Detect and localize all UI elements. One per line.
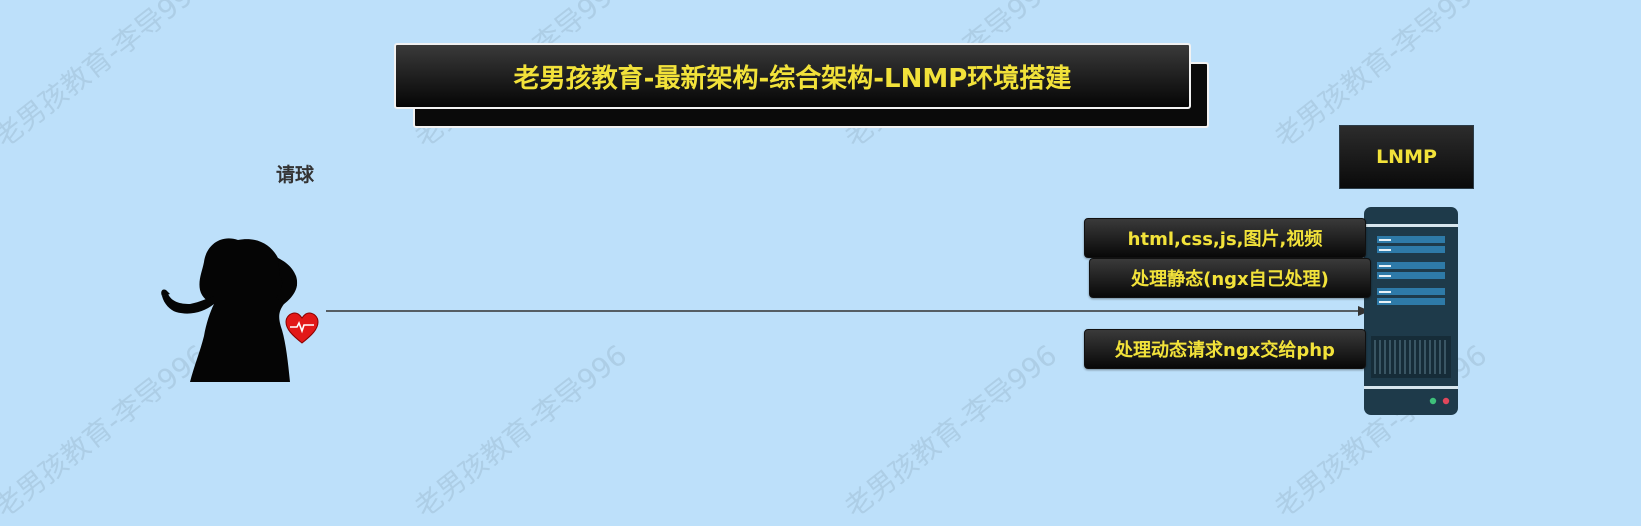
- heart-icon: [285, 312, 319, 344]
- woman-silhouette-icon: [161, 238, 298, 382]
- static-handling-label: 处理静态(ngx自己处理): [1089, 258, 1371, 298]
- server-label: LNMP: [1339, 125, 1474, 189]
- watermark: 老男孩教育-李导996: [0, 0, 214, 155]
- static-types-label: html,css,js,图片,视频: [1084, 218, 1366, 258]
- server-icon: [1364, 207, 1458, 415]
- watermark: 老男孩教育-李导996: [408, 338, 634, 525]
- dynamic-handling-label: 处理动态请求ngx交给php: [1084, 329, 1366, 369]
- request-label: 请球: [276, 164, 315, 186]
- page-title: 老男孩教育-最新架构-综合架构-LNMP环境搭建: [394, 43, 1191, 109]
- arrow-right-icon: [326, 306, 1370, 316]
- watermark: 老男孩教育-李导996: [838, 338, 1064, 525]
